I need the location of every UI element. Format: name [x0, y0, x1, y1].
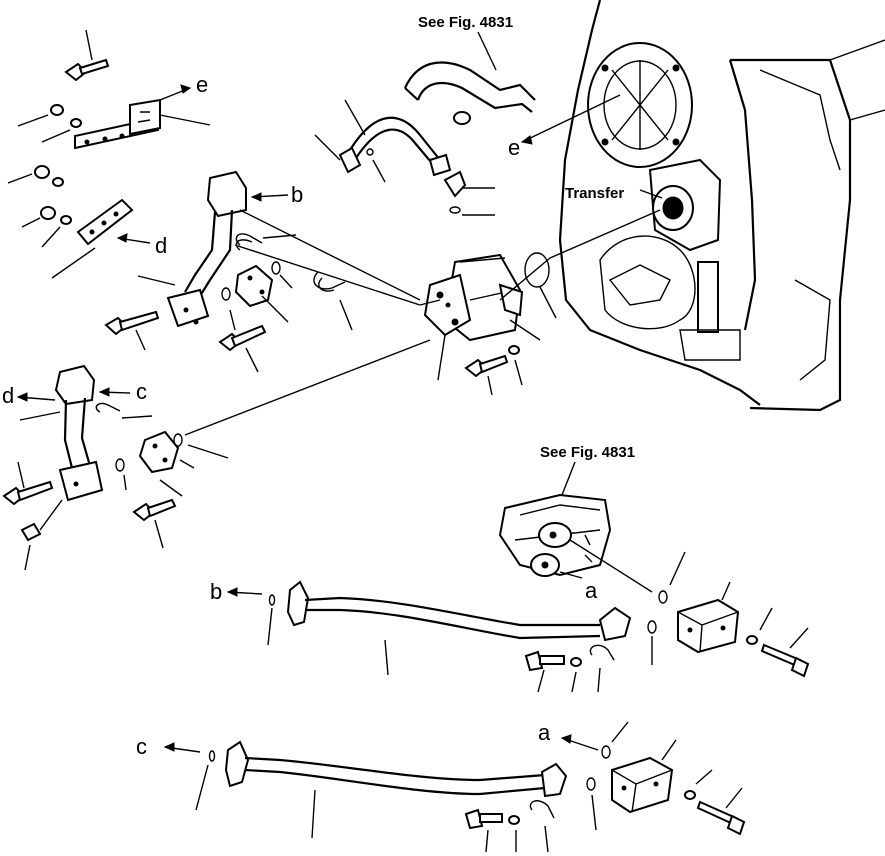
hose1-b-arrow: [226, 587, 238, 597]
flange-block-2: [611, 739, 677, 814]
plug: [20, 522, 42, 571]
transfer-case: [558, 0, 885, 412]
flange-block-1: [677, 581, 740, 654]
hose2-leader: [311, 789, 316, 839]
ref-d-plate: d: [155, 233, 167, 258]
transfer-e-arrow: [520, 135, 533, 145]
hose-2: [224, 740, 568, 798]
elbow-fitting: [443, 170, 495, 216]
u-clamp-upper: [235, 233, 263, 251]
transfer-e-arrow-line: [521, 94, 621, 143]
bolt-left-mid: [104, 310, 160, 351]
upper-pipe-b-arrow: [250, 192, 262, 202]
lower-pipe-d-arrow: [16, 392, 28, 402]
nut-washer-top: [17, 104, 82, 143]
bolt-center-mid: [218, 324, 267, 373]
control-valve: [498, 493, 612, 577]
pump-leader: [437, 334, 446, 381]
hose2-a-arrow: [560, 734, 572, 744]
bolt-flange-1: [760, 627, 810, 678]
see-fig-mid-label: See Fig. 4831: [540, 444, 635, 461]
transfer-label: Transfer: [565, 185, 624, 202]
lower-left-pipe: [54, 364, 104, 502]
plate-leader: [51, 247, 96, 279]
hydraulic-pump: [423, 253, 524, 342]
ref-e-bracket: e: [196, 72, 208, 97]
see-fig-top-label: See Fig. 4831: [418, 14, 513, 31]
upper-pipe-guide: [234, 244, 421, 306]
clip-hose-1: [589, 644, 615, 693]
bolt-flange-2: [696, 787, 746, 836]
transfer-leader: [639, 189, 663, 199]
clip-hose-2: [529, 800, 555, 853]
bracket-leader: [159, 114, 211, 126]
nut-washer-mid: [7, 165, 72, 248]
mounting-bracket: [74, 98, 161, 150]
ref-b-upper-pipe: b: [291, 182, 303, 207]
ref-e-transfer: e: [508, 135, 520, 160]
see-fig-top-leader: [477, 31, 497, 71]
see-fig-mid-leader: [559, 461, 576, 501]
hose1-leader: [384, 639, 389, 676]
o-ring-pump: [524, 252, 550, 288]
o-ring-valve: [658, 590, 668, 604]
fitting-leader: [314, 134, 341, 161]
bolt-pump: [464, 354, 509, 396]
hose-1: [286, 580, 632, 642]
bolt-top: [64, 29, 110, 82]
plate-d-arrow: [116, 233, 128, 243]
bolt-lower-center: [132, 498, 177, 549]
ref-c-hose2: c: [136, 734, 147, 759]
u-clamp-lower: [313, 271, 346, 292]
pump-transfer-guide: [549, 209, 661, 259]
pressure-pipe-top: [338, 99, 452, 177]
ref-d-lower-pipe: d: [2, 383, 14, 408]
bolt-left-lower: [2, 461, 54, 506]
lower-pipe-guide: [184, 339, 431, 436]
ref-a-valve: a: [585, 578, 598, 603]
bolt-hose-1: [524, 650, 565, 693]
upper-pipe-assembly: [166, 170, 247, 328]
ref-a-hose2: a: [538, 720, 551, 745]
split-flange-lower: [138, 430, 180, 474]
bolt-hose-2: [464, 808, 503, 853]
bracket-e-arrow: [180, 84, 192, 94]
ref-b-hose1: b: [210, 579, 222, 604]
lower-pipe-c-arrow: [98, 387, 110, 397]
u-clamp-left: [95, 402, 121, 413]
ref-c-lower-pipe: c: [136, 379, 147, 404]
split-flange-upper: [234, 264, 274, 308]
clamp-plate: [76, 198, 134, 246]
hose2-c-arrow: [163, 742, 175, 752]
suction-hose: [403, 61, 536, 125]
